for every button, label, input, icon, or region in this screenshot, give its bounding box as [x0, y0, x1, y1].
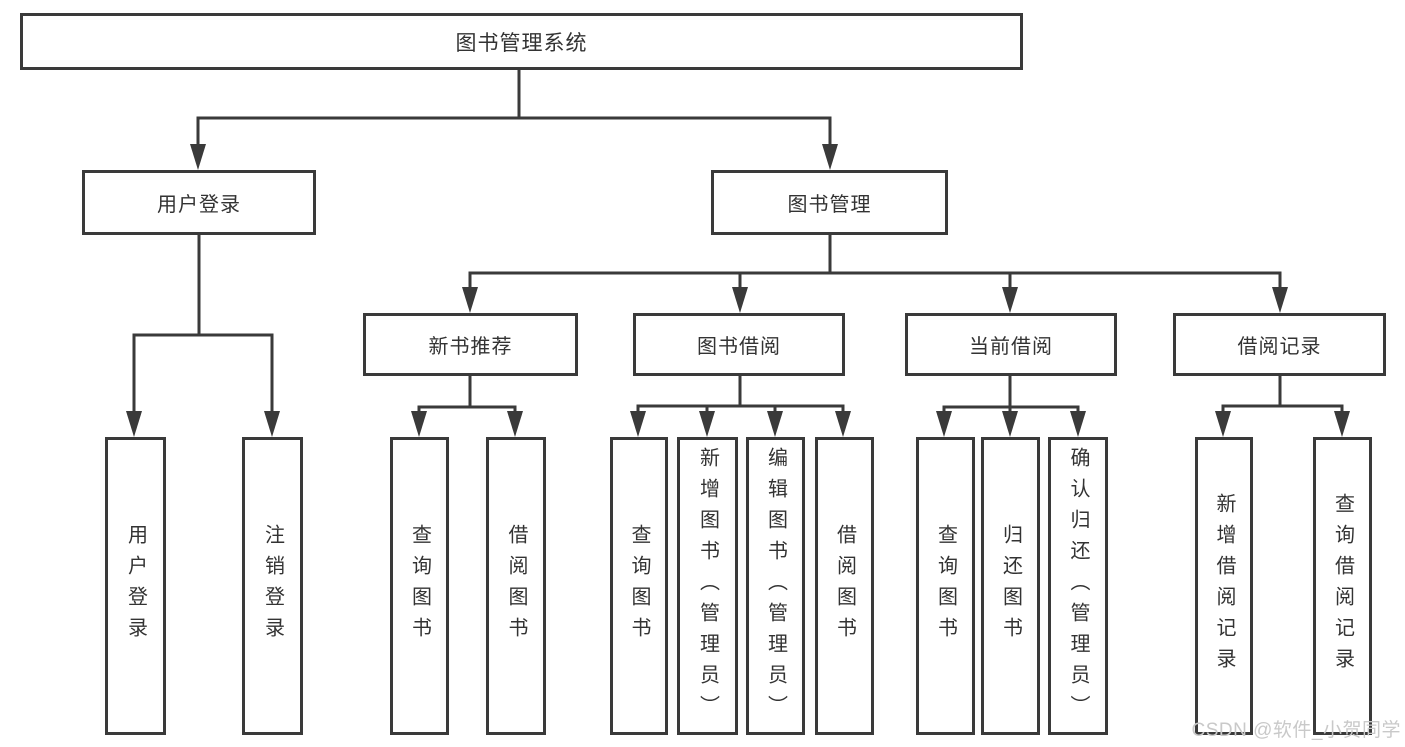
node-root-system: 图书管理系统: [20, 13, 1023, 70]
node-borrow-record: 借阅记录: [1173, 313, 1386, 376]
leaf-logout: 注销登录: [242, 437, 303, 735]
arrowhead: [1002, 411, 1018, 437]
connector-recommend-rail: [417, 405, 517, 414]
node-label: 查询借阅记录: [1331, 493, 1354, 679]
node-book-borrow: 图书借阅: [633, 313, 845, 376]
node-new-book-recommend: 新书推荐: [363, 313, 578, 376]
leaf-recommend-borrow-books: 借阅图书: [486, 437, 546, 735]
node-label: 借阅图书: [505, 524, 527, 648]
node-user-login: 用户登录: [82, 170, 316, 235]
node-label: 当前借阅: [969, 336, 1053, 358]
arrowhead: [462, 287, 478, 313]
connector-record-rail: [1221, 404, 1344, 414]
node-label: 确认归还（管理员）: [1067, 446, 1089, 726]
leaf-query-borrow-record: 查询借阅记录: [1313, 437, 1372, 735]
node-label: 图书管理系统: [455, 31, 588, 55]
node-current-borrow: 当前借阅: [905, 313, 1117, 376]
arrowhead: [1215, 411, 1231, 437]
leaf-confirm-return-admin: 确认归还（管理员）: [1048, 437, 1108, 735]
leaf-user-login: 用户登录: [105, 437, 166, 735]
node-label: 查询图书: [934, 524, 957, 648]
node-label: 借阅记录: [1237, 336, 1322, 358]
leaf-borrow-books: 借阅图书: [815, 437, 874, 735]
node-label: 编辑图书（管理员）: [764, 446, 787, 726]
csdn-watermark: CSDN @软件_小贺同学: [1191, 720, 1401, 741]
leaf-current-query-books: 查询图书: [916, 437, 975, 735]
node-label: 用户登录: [157, 194, 241, 216]
node-book-management: 图书管理: [711, 170, 948, 235]
connector-borrow-rail: [636, 404, 845, 414]
arrowhead: [822, 144, 838, 170]
arrowhead: [1002, 287, 1018, 313]
node-label: 新增图书（管理员）: [696, 446, 719, 726]
arrowhead: [1070, 411, 1086, 437]
node-label: 用户登录: [124, 524, 147, 648]
connector-mgmt-rail: [468, 271, 1282, 290]
leaf-return-books: 归还图书: [981, 437, 1040, 735]
connector-root-rail: [196, 116, 832, 147]
node-label: 新增借阅记录: [1213, 493, 1235, 679]
arrowhead: [264, 411, 280, 437]
node-label: 图书管理: [787, 194, 872, 216]
arrowhead: [699, 411, 715, 437]
leaf-borrow-query-books: 查询图书: [610, 437, 668, 735]
arrowhead: [507, 411, 523, 437]
node-label: 查询图书: [628, 524, 650, 648]
node-label: 查询图书: [408, 524, 431, 648]
arrowhead: [1272, 287, 1288, 313]
arrowhead: [411, 411, 427, 437]
leaf-edit-books-admin: 编辑图书（管理员）: [746, 437, 805, 735]
arrowhead: [767, 411, 783, 437]
arrowhead: [732, 287, 748, 313]
connector-user-rail: [132, 333, 274, 414]
leaf-add-borrow-record: 新增借阅记录: [1195, 437, 1253, 735]
leaf-recommend-query-books: 查询图书: [390, 437, 449, 735]
node-label: 图书借阅: [697, 336, 781, 358]
node-label: 归还图书: [999, 524, 1022, 648]
node-label: 注销登录: [261, 524, 284, 648]
node-label: 新书推荐: [428, 336, 513, 358]
node-label: 借阅图书: [833, 524, 856, 648]
arrowhead: [835, 411, 851, 437]
arrowhead: [190, 144, 206, 170]
arrowhead: [630, 411, 646, 437]
leaf-add-books-admin: 新增图书（管理员）: [677, 437, 738, 735]
arrowhead: [1334, 411, 1350, 437]
arrowhead: [126, 411, 142, 437]
arrowhead: [936, 411, 952, 437]
